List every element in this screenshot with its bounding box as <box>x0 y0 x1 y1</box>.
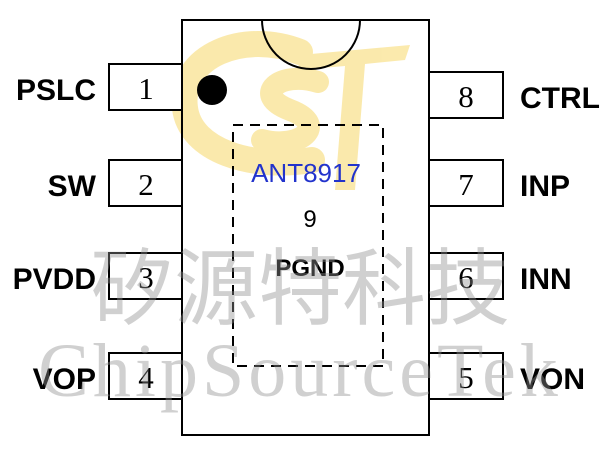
pin-name: INN <box>520 263 572 296</box>
thermal-pad-outline <box>232 124 384 367</box>
thermal-pad-number: 9 <box>303 206 316 233</box>
pin-lead <box>428 252 504 300</box>
pin-name: VON <box>520 363 585 396</box>
thermal-pad-name: PGND <box>275 255 344 282</box>
pin-name: VOP <box>33 363 96 396</box>
pin-lead <box>428 159 504 207</box>
pin-lead <box>108 352 183 400</box>
package-body <box>181 19 430 436</box>
cst-logo-watermark <box>171 31 410 190</box>
pin-lead <box>108 63 183 111</box>
pin-number: 1 <box>138 71 154 106</box>
pin1-marker-dot <box>197 75 227 105</box>
pin-name: INP <box>520 170 570 203</box>
pin-number: 3 <box>138 260 154 295</box>
watermark-english: ChipSourceTek <box>38 329 562 413</box>
pin-lead <box>108 252 183 300</box>
pin-name: PSLC <box>16 74 96 107</box>
left-pin-2: 2 SW <box>48 159 183 207</box>
left-pin-3: 3 PVDD <box>13 252 183 300</box>
logo-c-arc <box>171 31 325 176</box>
pin-name: CTRL <box>520 82 600 115</box>
left-pin-1: 1 PSLC <box>16 63 183 111</box>
pin-lead <box>428 352 504 400</box>
right-pin-7: 7 INP <box>428 159 570 207</box>
logo-s-curve <box>251 67 329 154</box>
left-pin-4: 4 VOP <box>33 352 183 400</box>
package-notch <box>261 19 361 70</box>
watermark-chinese: 矽源特科技 <box>90 240 510 338</box>
pin-number: 5 <box>458 360 474 395</box>
right-pin-8: 8 CTRL <box>428 71 600 119</box>
logo-t-shape <box>298 45 410 190</box>
part-number-label: ANT8917 <box>251 158 361 188</box>
pin-name: SW <box>48 170 97 203</box>
pin-number: 7 <box>458 167 474 202</box>
right-pin-6: 6 INN <box>428 252 572 300</box>
pin-number: 4 <box>138 360 154 395</box>
pin-lead <box>428 71 504 119</box>
pin-number: 6 <box>458 260 474 295</box>
pin-name: PVDD <box>13 263 96 296</box>
pin-number: 2 <box>138 167 154 202</box>
pin-lead <box>108 159 183 207</box>
right-pin-5: 5 VON <box>428 352 585 400</box>
pin-number: 8 <box>458 79 474 114</box>
